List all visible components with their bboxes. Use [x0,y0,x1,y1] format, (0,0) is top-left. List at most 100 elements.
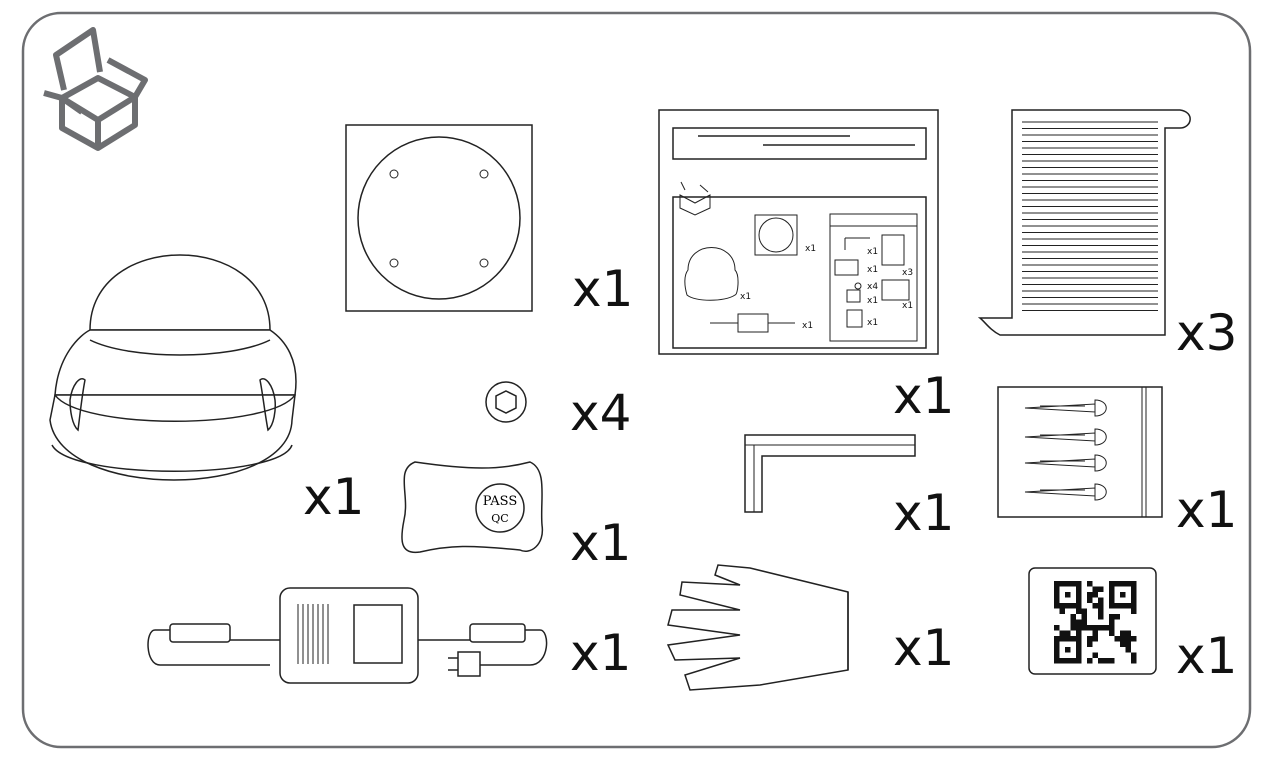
card-glove-label: x1 [867,265,878,275]
qr-module [1070,625,1076,631]
qr-module [1098,614,1104,620]
qr-module [1125,641,1131,647]
hex-key-quantity: x1 [893,484,954,542]
screw-anchor-bag [997,386,1163,518]
qr-module [1076,597,1082,603]
quick-start-card: x1 x1 x1 x1 x1 x3 x4 x1 x1 x1 [658,109,939,355]
qr-module [1125,630,1131,636]
qr-module [1092,592,1098,598]
card-sticker-label: x1 [867,296,878,306]
qr-module [1070,658,1076,664]
qr-module [1054,586,1060,592]
qr-module [1131,586,1137,592]
card-manual-label: x3 [902,268,913,278]
qr-module [1070,581,1076,587]
drill-template [345,124,533,312]
qr-module [1065,658,1071,664]
qr-module [1081,619,1087,625]
qr-module [1076,625,1082,631]
qr-module [1081,608,1087,614]
qr-module [1059,608,1065,614]
qr-module [1076,641,1082,647]
qr-module [1109,658,1115,664]
qr-module [1131,592,1137,598]
qr-module [1054,647,1060,653]
qr-module [1076,636,1082,642]
qr-module [1125,581,1131,587]
glove-quantity: x1 [893,619,954,677]
qr-module [1065,636,1071,642]
manual-quantity: x3 [1176,304,1237,362]
qr-module [1131,581,1137,587]
card-caps-label: x4 [867,282,878,292]
screw-anchor [1024,454,1107,472]
qr-module [1103,625,1109,631]
qr-module [1131,603,1137,609]
qr-module [1087,658,1093,664]
qr-module [1109,603,1115,609]
anchors-quantity: x1 [1176,481,1237,539]
screw-anchor [1024,399,1107,417]
template-quantity: x1 [572,260,633,318]
qr-module [1065,592,1071,598]
qr-module [1054,603,1060,609]
camera-quantity: x1 [303,468,364,526]
qr-module [1065,603,1071,609]
qr-module [1109,619,1115,625]
qr-module [1114,581,1120,587]
qr-module [1092,625,1098,631]
qr-module [1054,597,1060,603]
qr-module [1076,581,1082,587]
qr-module [1076,647,1082,653]
qr-module [1076,603,1082,609]
qr-module [1087,581,1093,587]
qr-module [1114,603,1120,609]
qr-module [1087,641,1093,647]
qr-module [1076,608,1082,614]
qr-module [1098,658,1104,664]
qr-module [1076,592,1082,598]
qr-module [1131,597,1137,603]
qr-module [1076,658,1082,664]
qr-module [1131,652,1137,658]
qr-module [1054,636,1060,642]
qr-module [1081,614,1087,620]
qr-card [1028,567,1157,675]
qr-module [1059,636,1065,642]
qr-module [1131,636,1137,642]
manual [977,109,1191,336]
qr-module [1120,630,1126,636]
qr-module [1065,630,1071,636]
qr-module [1054,641,1060,647]
qr-module [1098,586,1104,592]
hex-key [744,434,916,513]
qr-module [1120,636,1126,642]
qr-module [1114,636,1120,642]
qr-module [1092,630,1098,636]
qr-module [1076,586,1082,592]
sticker-quantity: x1 [570,514,631,572]
card-anchors-label: x1 [902,301,913,311]
qr-module [1120,603,1126,609]
sticker-text-qc: QC [491,512,508,525]
qr-module [1098,597,1104,603]
qr-module [1070,614,1076,620]
qr-module [1131,658,1137,664]
qr-module [1087,625,1093,631]
qr-module [1125,647,1131,653]
frame-border [21,11,1252,749]
qr-module [1059,630,1065,636]
qr-module [1087,636,1093,642]
screw-anchor [1024,428,1107,446]
qr-module [1054,581,1060,587]
qr-module [1092,586,1098,592]
card-qr-label: x1 [867,318,878,328]
qr-module [1131,608,1137,614]
qr-module [1087,597,1093,603]
qr-module [1070,619,1076,625]
open-box-icon [43,27,148,151]
qr-module [1076,630,1082,636]
qr-module [1125,603,1131,609]
qr-module [1109,625,1115,631]
qr-module [1054,592,1060,598]
